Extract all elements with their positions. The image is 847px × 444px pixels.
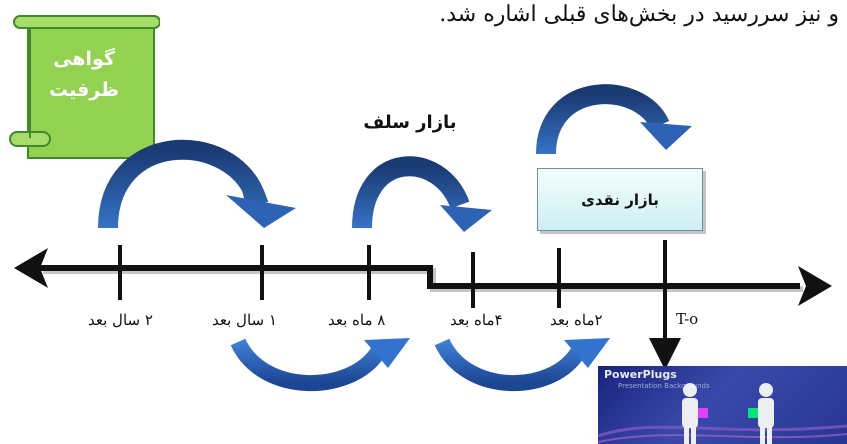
t0-down-arrowhead (649, 338, 681, 370)
plug-figures-icon (598, 383, 847, 444)
axis-left-arrowhead (14, 248, 48, 288)
tick-label-2m: ۲ماه بعد (550, 311, 603, 329)
lower-arrow-1 (230, 338, 410, 392)
tick-label-8m: ۸ ماه بعد (328, 311, 386, 329)
spot-market-label: بازار نقدی (581, 190, 659, 209)
arc-arrow-8m-to-4m (352, 156, 492, 232)
timeline-axis (40, 265, 800, 289)
spot-market-box: بازار نقدی (537, 168, 703, 231)
certificate-line-1: گواهی (53, 48, 115, 70)
arc-arrow-2y-to-1y (98, 139, 296, 229)
tick-label-t0: T-o (676, 310, 699, 328)
powerplugs-title: PowerPlugs (604, 368, 677, 381)
powerplugs-subtitle: Presentation Backgrounds (618, 382, 710, 390)
header-text: و نیز سررسید در بخش‌های قبلی اشاره شد. (439, 2, 839, 27)
forward-market-label: بازار سلف (363, 112, 457, 133)
certificate-label: گواهی ظرفیت (30, 44, 138, 106)
certificate-scroll (9, 15, 160, 159)
lower-arrow-2 (434, 338, 610, 391)
tick-label-1y: ۱ سال بعد (212, 311, 277, 329)
arc-arrow-spot (536, 84, 692, 155)
powerplugs-image: PowerPlugs Presentation Backgrounds (598, 366, 847, 444)
axis-right-arrowhead (798, 266, 832, 306)
tick-label-2y: ۲ سال بعد (88, 311, 153, 329)
tick-label-4m: ۴ماه بعد (450, 311, 503, 329)
certificate-line-2: ظرفیت (48, 79, 120, 101)
